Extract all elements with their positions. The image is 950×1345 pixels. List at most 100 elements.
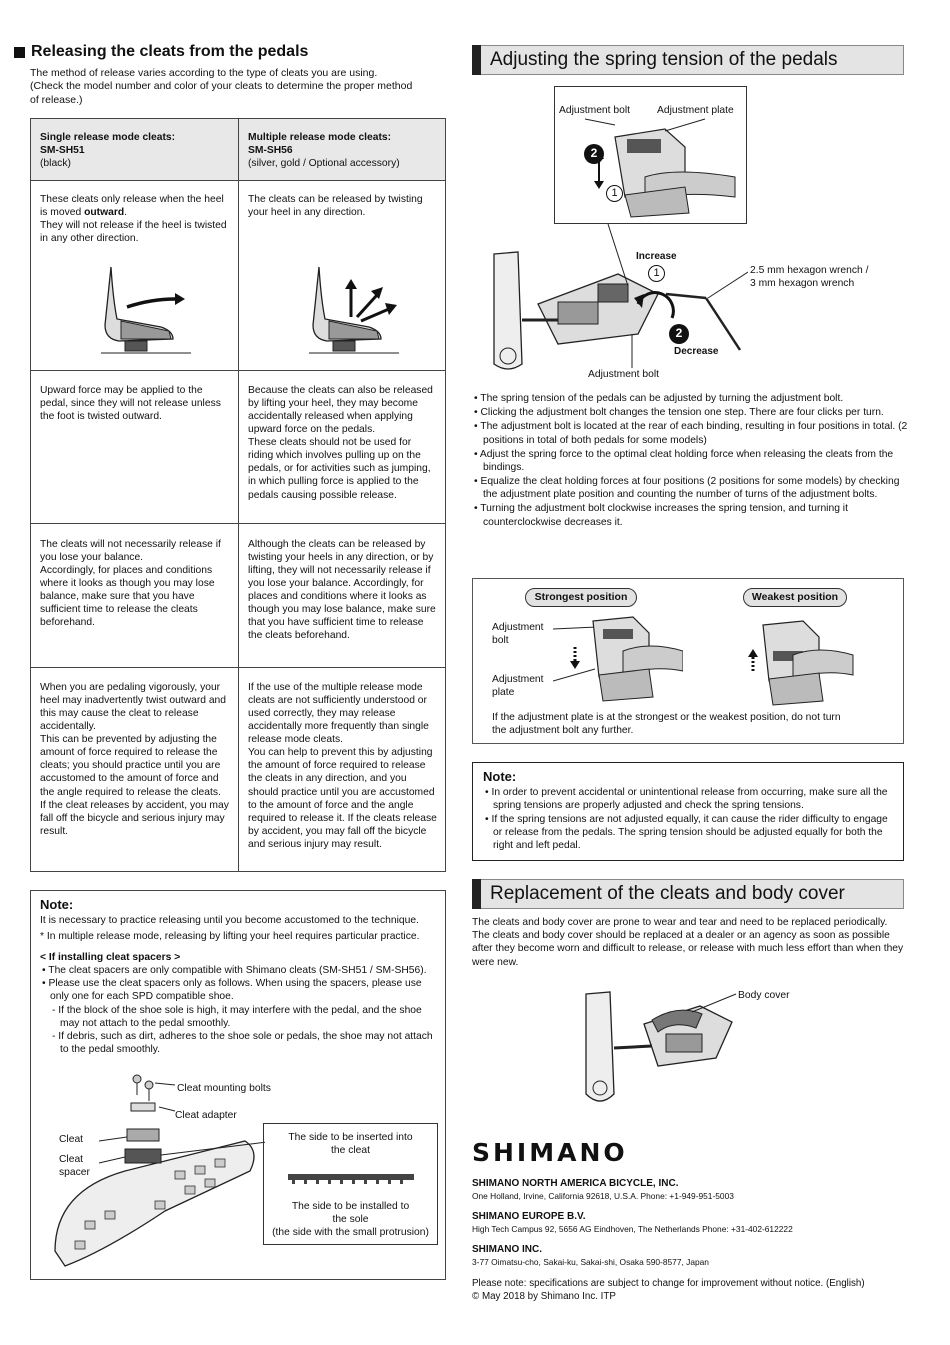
disclaimer-line: Please note: specifications are subject … xyxy=(472,1278,865,1289)
label-line: 3 mm hexagon wrench xyxy=(750,278,855,290)
practice-note-box: Note: It is necessary to practice releas… xyxy=(30,890,446,1280)
cell-text: Although the cleats can be released by t… xyxy=(248,539,436,642)
step-1-badge: 1 xyxy=(648,265,665,282)
note-line: It is necessary to practice releasing un… xyxy=(40,914,419,926)
cell-text: . xyxy=(124,207,127,219)
table-divider xyxy=(31,667,445,668)
caption-line: the adjustment bolt any further. xyxy=(492,725,634,737)
heading-text: Replacement of the cleats and body cover xyxy=(481,879,904,909)
heading-text: Releasing the cleats from the pedals xyxy=(31,43,309,60)
adjustment-detail-graphic xyxy=(584,118,736,218)
label-cleat-spacer: Cleat spacer xyxy=(59,1153,90,1179)
section-heading-spring: Adjusting the spring tension of the peda… xyxy=(472,45,904,75)
cell-text: Because the cleats can also be released … xyxy=(248,385,433,436)
label-adjustment-plate: Adjustment plate xyxy=(492,673,544,699)
note-bullet: • Please use the cleat spacers only as f… xyxy=(42,978,422,1003)
table-cell: Upward force may be applied to the pedal… xyxy=(31,376,238,431)
box-label-bottom: The side to be installed to the sole (th… xyxy=(264,1200,437,1240)
strongest-position-graphic xyxy=(553,616,683,702)
label-line: 2.5 mm hexagon wrench / xyxy=(750,265,869,276)
note-dash: - If debris, such as dirt, adheres to th… xyxy=(52,1031,433,1056)
shimano-logo: SHIMANO xyxy=(472,1138,628,1167)
caption-line: If the adjustment plate is at the strong… xyxy=(492,712,841,723)
label-adjustment-plate: Adjustment plate xyxy=(657,105,734,116)
heading-text: Adjusting the spring tension of the peda… xyxy=(481,45,904,75)
cleat-spacer-illustration xyxy=(54,1074,265,1267)
step-2-badge: 2 xyxy=(584,144,604,164)
label-line: bolt xyxy=(492,635,509,647)
cell-text: You can help to prevent this by adjustin… xyxy=(248,747,437,850)
header-line: SM-SH56 xyxy=(248,145,293,157)
step-1-badge: 1 xyxy=(606,185,623,202)
cell-text: The cleats will not necessarily release … xyxy=(40,539,221,564)
label-cleat-bolts: Cleat mounting bolts xyxy=(177,1083,271,1094)
label-line: The side to be installed to xyxy=(291,1201,410,1212)
note-bullet: • If the spring tensions are not adjuste… xyxy=(485,813,888,852)
heading-square-icon xyxy=(14,46,25,58)
tension-note-box: Note: • In order to prevent accidental o… xyxy=(472,762,904,861)
cell-text: These cleats should not be used for ridi… xyxy=(248,437,431,501)
header-line: (silver, gold / Optional accessory) xyxy=(248,158,400,170)
spacer-profile-graphic xyxy=(288,1174,414,1184)
step-2-badge: 2 xyxy=(669,324,689,344)
table-divider xyxy=(31,370,445,371)
cell-text: Accordingly, for places and conditions w… xyxy=(40,565,215,629)
label-line: The side to be inserted into xyxy=(288,1132,413,1143)
label-line: Adjustment xyxy=(492,622,544,633)
cell-bold: outward xyxy=(84,207,125,219)
weakest-position-graphic xyxy=(748,620,854,706)
multi-release-illustration xyxy=(309,266,399,354)
paragraph: The cleats and body cover should be repl… xyxy=(472,930,904,968)
table-cell: The cleats can be released by twisting y… xyxy=(239,185,446,227)
cleat-release-table: Single release mode cleats: SM-SH51 (bla… xyxy=(30,118,446,872)
company-name: SHIMANO NORTH AMERICA BICYCLE, INC. xyxy=(472,1178,679,1189)
intro-line: of release.) xyxy=(30,93,83,106)
note-bullet: • The cleat spacers are only compatible … xyxy=(42,965,427,977)
table-cell: If the use of the multiple release mode … xyxy=(239,673,446,859)
label-line: plate xyxy=(492,687,515,699)
label-cleat: Cleat xyxy=(59,1134,84,1145)
note-title: Note: xyxy=(40,897,74,912)
note-title: Note: xyxy=(483,769,517,784)
label-line: (the side with the small protrusion) xyxy=(272,1227,429,1239)
label-adjustment-bolt: Adjustment bolt xyxy=(492,621,544,647)
spacer-side-box: The side to be inserted into the cleat T… xyxy=(263,1123,438,1245)
heading-bar xyxy=(472,879,481,909)
label-line: the sole xyxy=(332,1214,369,1226)
paragraph: The cleats and body cover are prone to w… xyxy=(472,917,888,928)
label-adjustment-bolt: Adjustment bolt xyxy=(559,105,630,116)
replacement-text: The cleats and body cover are prone to w… xyxy=(472,916,906,969)
list-item: • Clicking the adjustment bolt changes t… xyxy=(474,407,884,419)
company-address: 3-77 Oimatsu-cho, Sakai-ku, Sakai-shi, O… xyxy=(472,1256,709,1267)
table-cell: Although the cleats can be released by t… xyxy=(239,530,446,651)
note-dash: - If the block of the shoe sole is high,… xyxy=(52,1004,422,1029)
company-address: High Tech Campus 92, 5656 AG Eindhoven, … xyxy=(472,1223,793,1234)
position-caption: If the adjustment plate is at the strong… xyxy=(492,711,841,737)
intro-line: The method of release varies according t… xyxy=(30,67,378,79)
releasing-intro: The method of release varies according t… xyxy=(30,67,445,107)
footer-disclaimer: Please note: specifications are subject … xyxy=(472,1278,865,1303)
table-divider xyxy=(31,180,445,181)
cell-text: When you are pedaling vigorously, your h… xyxy=(40,682,227,733)
company-address: One Holland, Irvine, California 92618, U… xyxy=(472,1190,734,1201)
cell-text: Upward force may be applied to the pedal… xyxy=(40,385,221,423)
header-line: Single release mode cleats: xyxy=(40,132,176,143)
list-item: • The adjustment bolt is located at the … xyxy=(474,421,908,446)
table-divider xyxy=(31,523,445,524)
table-cell: These cleats only release when the heel … xyxy=(31,185,238,253)
heading-bar xyxy=(472,45,481,75)
label-body-cover: Body cover xyxy=(738,990,790,1001)
note-bullet: • In order to prevent accidental or unin… xyxy=(485,786,888,811)
list-item: • Equalize the cleat holding forces at f… xyxy=(474,476,900,501)
label-line: Cleat xyxy=(59,1154,84,1165)
company-block: SHIMANO EUROPE B.V. High Tech Campus 92,… xyxy=(472,1211,793,1235)
label-hex-wrench: 2.5 mm hexagon wrench / 3 mm hexagon wre… xyxy=(750,264,868,290)
list-item: • Adjust the spring force to the optimal… xyxy=(474,448,894,473)
cell-text: If the use of the multiple release mode … xyxy=(248,682,429,746)
label-increase: Increase xyxy=(636,251,677,262)
label-line: spacer xyxy=(59,1167,90,1179)
cell-text: This can be prevented by adjusting the a… xyxy=(40,734,229,837)
body-cover-illustration xyxy=(585,991,737,1102)
label-adjustment-bolt: Adjustment bolt xyxy=(588,369,659,380)
section-heading-releasing: Releasing the cleats from the pedals xyxy=(14,42,308,62)
